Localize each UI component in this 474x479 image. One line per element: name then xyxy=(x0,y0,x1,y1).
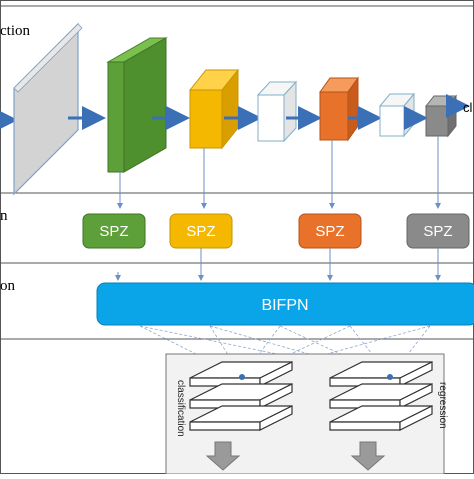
classification-label: classification xyxy=(175,380,186,437)
spz-label: SPZ xyxy=(423,223,452,240)
feature-block-green xyxy=(106,37,168,173)
spz-box-green: SPZ xyxy=(82,213,146,249)
section-label-feature-extraction: ction xyxy=(0,23,30,39)
feature-block-orange xyxy=(319,76,359,142)
feature-block-gray xyxy=(424,94,458,138)
spz-label: SPZ xyxy=(186,223,215,240)
spz-label: SPZ xyxy=(99,223,128,240)
spz-label: SPZ xyxy=(315,223,344,240)
input-feature-plate xyxy=(13,22,83,196)
bifpn-block: BIFPN xyxy=(96,282,474,326)
classification-focus-dot xyxy=(239,374,245,380)
classification-head-stack xyxy=(189,361,293,471)
regression-focus-dot xyxy=(387,374,393,380)
regression-label: regression xyxy=(437,382,448,429)
regression-head-stack xyxy=(329,361,433,471)
tail-label: cl xyxy=(463,100,473,115)
spz-box-yellow: SPZ xyxy=(169,213,233,249)
regression-output-arrow xyxy=(350,441,386,471)
section-label-spz: n xyxy=(0,208,8,224)
feature-block-yellow xyxy=(188,68,240,150)
feature-block-white-small xyxy=(378,92,416,138)
spz-box-orange: SPZ xyxy=(298,213,362,249)
classification-output-arrow xyxy=(205,441,241,471)
spz-box-gray: SPZ xyxy=(406,213,470,249)
section-label-bifpn: on xyxy=(0,278,16,294)
feature-block-white xyxy=(256,80,298,143)
bifpn-label: BIFPN xyxy=(261,297,308,314)
